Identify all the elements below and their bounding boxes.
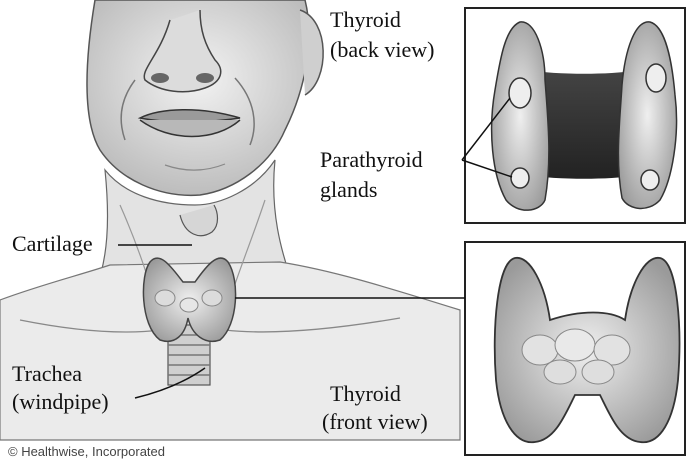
parathyroid-gland-upper-left [509,78,531,108]
parathyroid-label-line1: Parathyroid [320,148,423,172]
thyroid-back-label-line1: Thyroid [330,8,401,32]
parathyroid-label-line2: glands [320,178,377,202]
trachea-label-line2: (windpipe) [12,390,109,414]
trachea-label-line1: Trachea [12,362,82,386]
cartilage-label: Cartilage [12,232,93,256]
copyright-credit: © Healthwise, Incorporated [8,444,165,459]
thyroid-front-label-line1: Thyroid [330,382,401,406]
parathyroid-gland-lower-left [511,168,529,188]
back-view-panel [465,8,685,223]
thyroid-back-label-line2: (back view) [330,38,434,62]
parathyroid-gland-lower-right [641,170,659,190]
parathyroid-gland-upper-right [646,64,666,92]
front-view-panel [465,242,685,455]
thyroid-front-label-line2: (front view) [322,410,428,434]
